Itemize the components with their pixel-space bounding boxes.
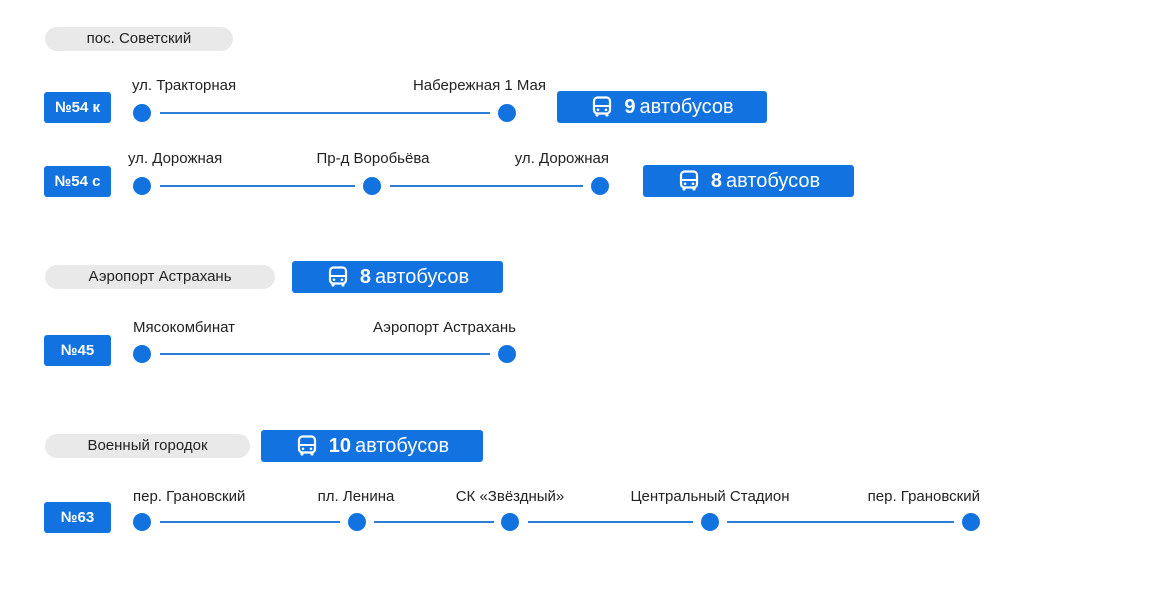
bus-count: 8	[710, 169, 722, 192]
route-badge-54s[interactable]: №54 с	[44, 166, 111, 197]
stop-label: пл. Ленина	[317, 488, 395, 505]
area-label-sovetsky: пос. Советский	[45, 27, 233, 51]
route-line	[390, 185, 583, 187]
area-label-airport: Аэропорт Астрахань	[45, 265, 275, 289]
stop-label: Пр-д Воробьёва	[316, 150, 430, 167]
stop-label: Мясокомбинат	[133, 319, 235, 336]
bus-icon	[328, 266, 347, 287]
stop-label: пер. Грановский	[133, 488, 246, 505]
bus-count-badge[interactable]: 10 автобусов	[261, 430, 483, 462]
route-line	[727, 521, 954, 523]
stop-dot[interactable]	[133, 177, 151, 195]
stop-dot[interactable]	[498, 345, 516, 363]
route-line	[528, 521, 693, 523]
bus-count-word: автобусов	[374, 265, 470, 288]
stop-dot[interactable]	[501, 513, 519, 531]
stop-dot[interactable]	[591, 177, 609, 195]
stop-dot[interactable]	[498, 104, 516, 122]
bus-count: 10	[328, 434, 352, 457]
stop-label: Центральный Стадион	[630, 488, 790, 505]
bus-count-word: автобусов	[639, 95, 734, 118]
route-line	[374, 521, 494, 523]
bus-icon	[593, 96, 612, 117]
route-badge-45[interactable]: №45	[44, 335, 111, 366]
route-line	[160, 521, 340, 523]
bus-count-word: автобусов	[725, 169, 821, 192]
bus-count: 9	[624, 95, 636, 118]
bus-icon	[679, 170, 698, 191]
stop-dot[interactable]	[133, 104, 151, 122]
stop-label: пер. Грановский	[867, 488, 980, 505]
bus-count-badge[interactable]: 9 автобусов	[557, 91, 767, 123]
stop-label: ул. Дорожная	[128, 150, 223, 167]
bus-icon	[297, 435, 316, 456]
stop-label: ул. Тракторная	[132, 77, 237, 94]
bus-count-badge[interactable]: 8 автобусов	[292, 261, 503, 293]
route-line	[160, 185, 355, 187]
stop-dot[interactable]	[133, 345, 151, 363]
bus-count-word: автобусов	[355, 434, 450, 457]
stop-dot[interactable]	[348, 513, 366, 531]
stop-label: ул. Дорожная	[514, 150, 609, 167]
bus-count: 8	[359, 265, 371, 288]
stop-label: СК «Звёздный»	[455, 488, 565, 505]
route-line	[160, 353, 490, 355]
bus-count-badge[interactable]: 8 автобусов	[643, 165, 854, 197]
area-label-voenny: Военный городок	[45, 434, 250, 458]
stop-label: Набережная 1 Мая	[412, 77, 546, 94]
stop-dot[interactable]	[962, 513, 980, 531]
route-badge-63[interactable]: №63	[44, 502, 111, 533]
stop-dot[interactable]	[363, 177, 381, 195]
stop-dot[interactable]	[701, 513, 719, 531]
route-line	[160, 112, 490, 114]
stop-dot[interactable]	[133, 513, 151, 531]
route-badge-54k[interactable]: №54 к	[44, 92, 111, 123]
stop-label: Аэропорт Астрахань	[372, 319, 516, 336]
